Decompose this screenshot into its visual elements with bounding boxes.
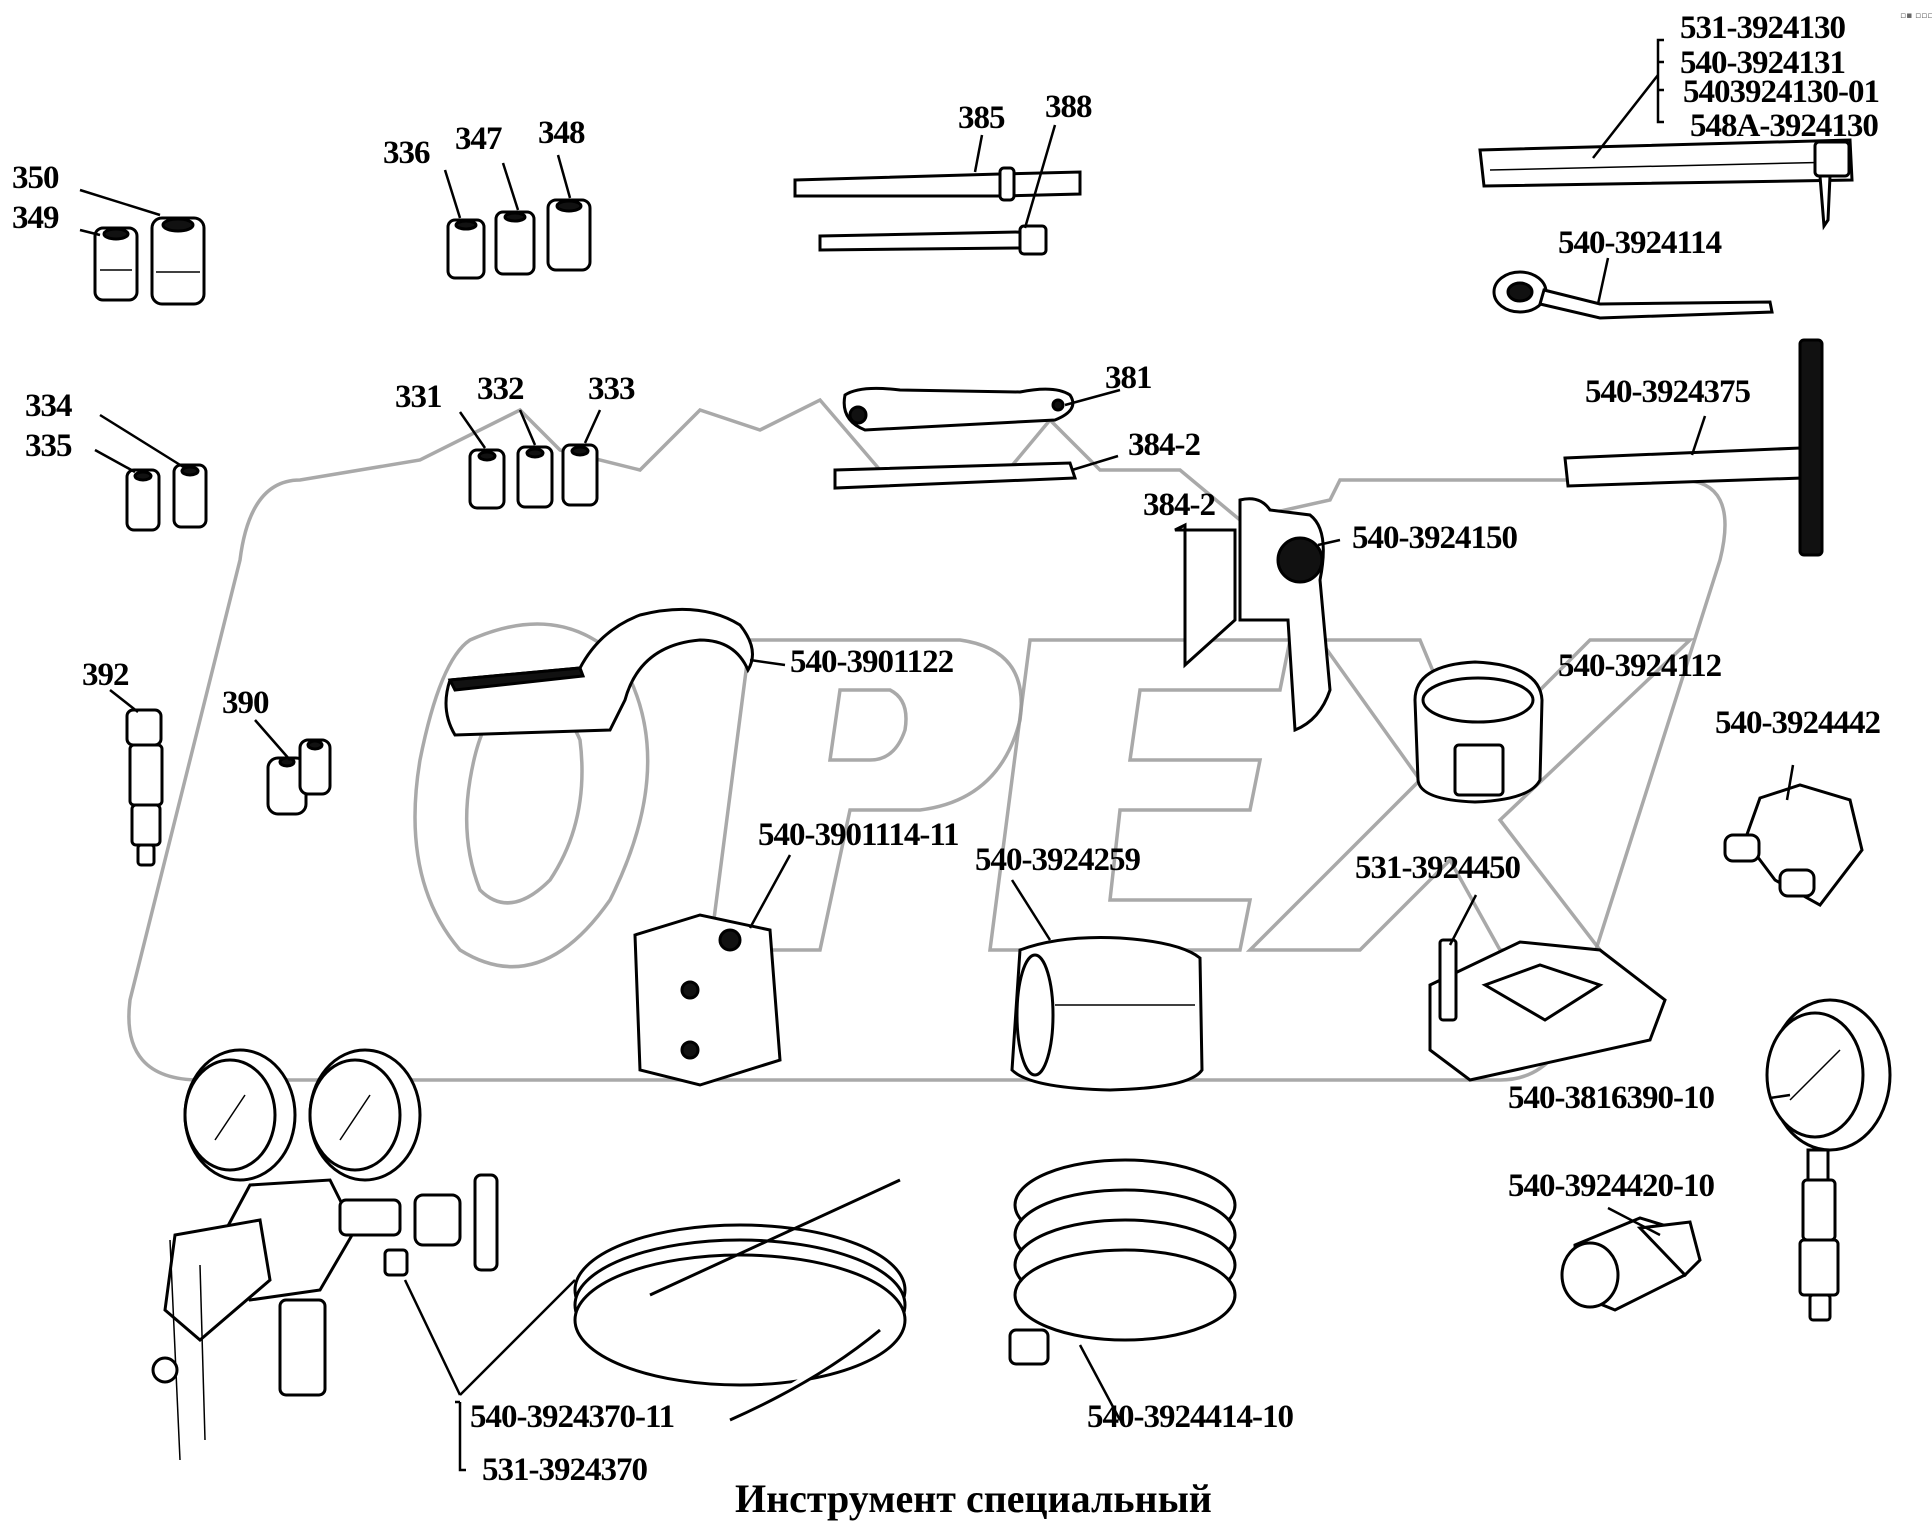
watermark-letter-p bbox=[708, 638, 1023, 952]
label-349: 349 bbox=[12, 200, 59, 236]
part-540-3924442-fitting[interactable] bbox=[1723, 783, 1864, 907]
label-540-3901122: 540-3901122 bbox=[790, 644, 954, 680]
bracket-regulator-labels bbox=[455, 1400, 466, 1472]
part-384-2-rod[interactable] bbox=[833, 461, 1078, 490]
leader-381 bbox=[1064, 388, 1121, 407]
label-392: 392 bbox=[82, 657, 129, 693]
part-ring-wrench[interactable] bbox=[1492, 270, 1774, 320]
label-531-3924450: 531-3924450 bbox=[1355, 850, 1520, 886]
leader-384-2-a bbox=[1071, 454, 1119, 472]
label-540-3924420-10: 540-3924420-10 bbox=[1508, 1168, 1714, 1204]
label-384-2-a: 384-2 bbox=[1128, 427, 1200, 463]
label-335: 335 bbox=[25, 428, 72, 464]
label-333: 333 bbox=[588, 371, 635, 407]
label-531-3924370: 531-3924370 bbox=[482, 1452, 647, 1488]
label-540-3924131: 540-3924131 bbox=[1680, 45, 1845, 81]
leader-331 bbox=[458, 411, 487, 449]
part-gas-regulator[interactable] bbox=[151, 1048, 499, 1461]
label-332: 332 bbox=[477, 371, 524, 407]
part-331-332-333-nipples[interactable] bbox=[468, 443, 599, 510]
label-331: 331 bbox=[395, 379, 442, 415]
leader-540-3924375 bbox=[1690, 415, 1707, 456]
label-540-3924370-11: 540-3924370-11 bbox=[470, 1399, 674, 1435]
part-540-3924414-10-hose-coil[interactable] bbox=[1008, 1158, 1237, 1366]
part-540-3924375-t-handle[interactable] bbox=[1563, 338, 1824, 557]
leader-336 bbox=[443, 169, 462, 219]
label-540-3924259: 540-3924259 bbox=[975, 842, 1140, 878]
part-540-3901114-11-holder[interactable] bbox=[633, 913, 782, 1087]
label-385: 385 bbox=[958, 100, 1005, 136]
label-531-3924130: 531-3924130 bbox=[1680, 10, 1845, 46]
watermark-letter-p-inner bbox=[827, 688, 908, 762]
leader-390 bbox=[254, 719, 291, 761]
leader-332 bbox=[518, 409, 537, 446]
leader-540-3924150 bbox=[1317, 538, 1341, 547]
leader-540-3901114-11 bbox=[748, 854, 792, 929]
leader-388 bbox=[1023, 124, 1057, 229]
corner-artifact: ▫▪ ▫▫▫ bbox=[1900, 11, 1932, 21]
part-540-3924370-11-hose[interactable] bbox=[573, 1178, 907, 1422]
label-350: 350 bbox=[12, 160, 59, 196]
leader-531-3924370 bbox=[403, 1279, 462, 1396]
diagram-title: Инструмент специальный bbox=[735, 1476, 1212, 1521]
leader-540-3924420-10 bbox=[1607, 1206, 1661, 1237]
leader-348 bbox=[556, 154, 572, 199]
leader-540-3924114 bbox=[1596, 257, 1610, 305]
part-334-335-nipples[interactable] bbox=[125, 463, 208, 532]
part-540-3901122-hook-spanner[interactable] bbox=[444, 607, 754, 737]
label-336: 336 bbox=[383, 135, 430, 171]
label-334: 334 bbox=[25, 388, 72, 424]
leader-349 bbox=[79, 228, 101, 237]
label-540-3924414-10: 540-3924414-10 bbox=[1087, 1399, 1293, 1435]
label-540-3901114-11: 540-3901114-11 bbox=[758, 817, 959, 853]
label-390: 390 bbox=[222, 685, 269, 721]
leader-335 bbox=[94, 448, 136, 474]
part-349-350-sockets[interactable] bbox=[93, 216, 206, 306]
part-540-3924259-sleeve[interactable] bbox=[1010, 936, 1204, 1092]
leader-540-3924442 bbox=[1785, 764, 1795, 801]
part-531-3924450-stand[interactable] bbox=[1428, 938, 1667, 1082]
leader-385 bbox=[973, 134, 984, 173]
label-540-3816390-10: 540-3816390-10 bbox=[1508, 1080, 1714, 1116]
label-540-3924114: 540-3924114 bbox=[1558, 225, 1722, 261]
label-347: 347 bbox=[455, 121, 502, 157]
leader-ruler bbox=[1592, 74, 1659, 159]
leader-540-3924370-11 bbox=[459, 1279, 576, 1396]
leader-540-3924414-10 bbox=[1078, 1344, 1122, 1421]
label-548A-3924130: 548A-3924130 bbox=[1690, 108, 1878, 144]
leader-350 bbox=[79, 188, 161, 217]
part-540-3924150-shield[interactable] bbox=[1174, 497, 1332, 733]
label-540-3924150: 540-3924150 bbox=[1352, 520, 1517, 556]
leader-531-3924450 bbox=[1448, 894, 1478, 946]
part-540-3816390-10-pressure-gauge[interactable] bbox=[1765, 998, 1892, 1322]
label-388: 388 bbox=[1045, 89, 1092, 125]
part-385-388-rods[interactable] bbox=[793, 166, 1082, 256]
label-384-2-b: 384-2 bbox=[1143, 487, 1215, 523]
part-540-3924420-10-adapter[interactable] bbox=[1560, 1216, 1702, 1312]
label-381: 381 bbox=[1105, 360, 1152, 396]
part-540-3924112-socket[interactable] bbox=[1413, 660, 1544, 804]
part-381-lever[interactable] bbox=[842, 386, 1075, 432]
leader-540-3901122 bbox=[749, 658, 786, 667]
part-390-double-socket[interactable] bbox=[266, 738, 332, 816]
leader-333 bbox=[583, 409, 602, 444]
leader-334 bbox=[99, 413, 186, 470]
leader-347 bbox=[501, 162, 520, 211]
watermark-letter-e bbox=[988, 638, 1293, 952]
label-348: 348 bbox=[538, 115, 585, 151]
part-336-347-348-sockets[interactable] bbox=[446, 198, 592, 280]
bracket-ruler-labels bbox=[1656, 38, 1664, 124]
leader-540-3924259 bbox=[1010, 879, 1052, 941]
label-540-3924375: 540-3924375 bbox=[1585, 374, 1750, 410]
label-540-3924112: 540-3924112 bbox=[1558, 648, 1722, 684]
leader-392 bbox=[109, 689, 139, 713]
part-392-adapter[interactable] bbox=[125, 708, 164, 867]
label-5403924130-01: 5403924130-01 bbox=[1683, 74, 1879, 110]
label-540-3924442: 540-3924442 bbox=[1715, 705, 1880, 741]
leader-540-3816390-10 bbox=[1769, 1093, 1791, 1100]
part-ruler-gauge[interactable] bbox=[1478, 138, 1854, 231]
